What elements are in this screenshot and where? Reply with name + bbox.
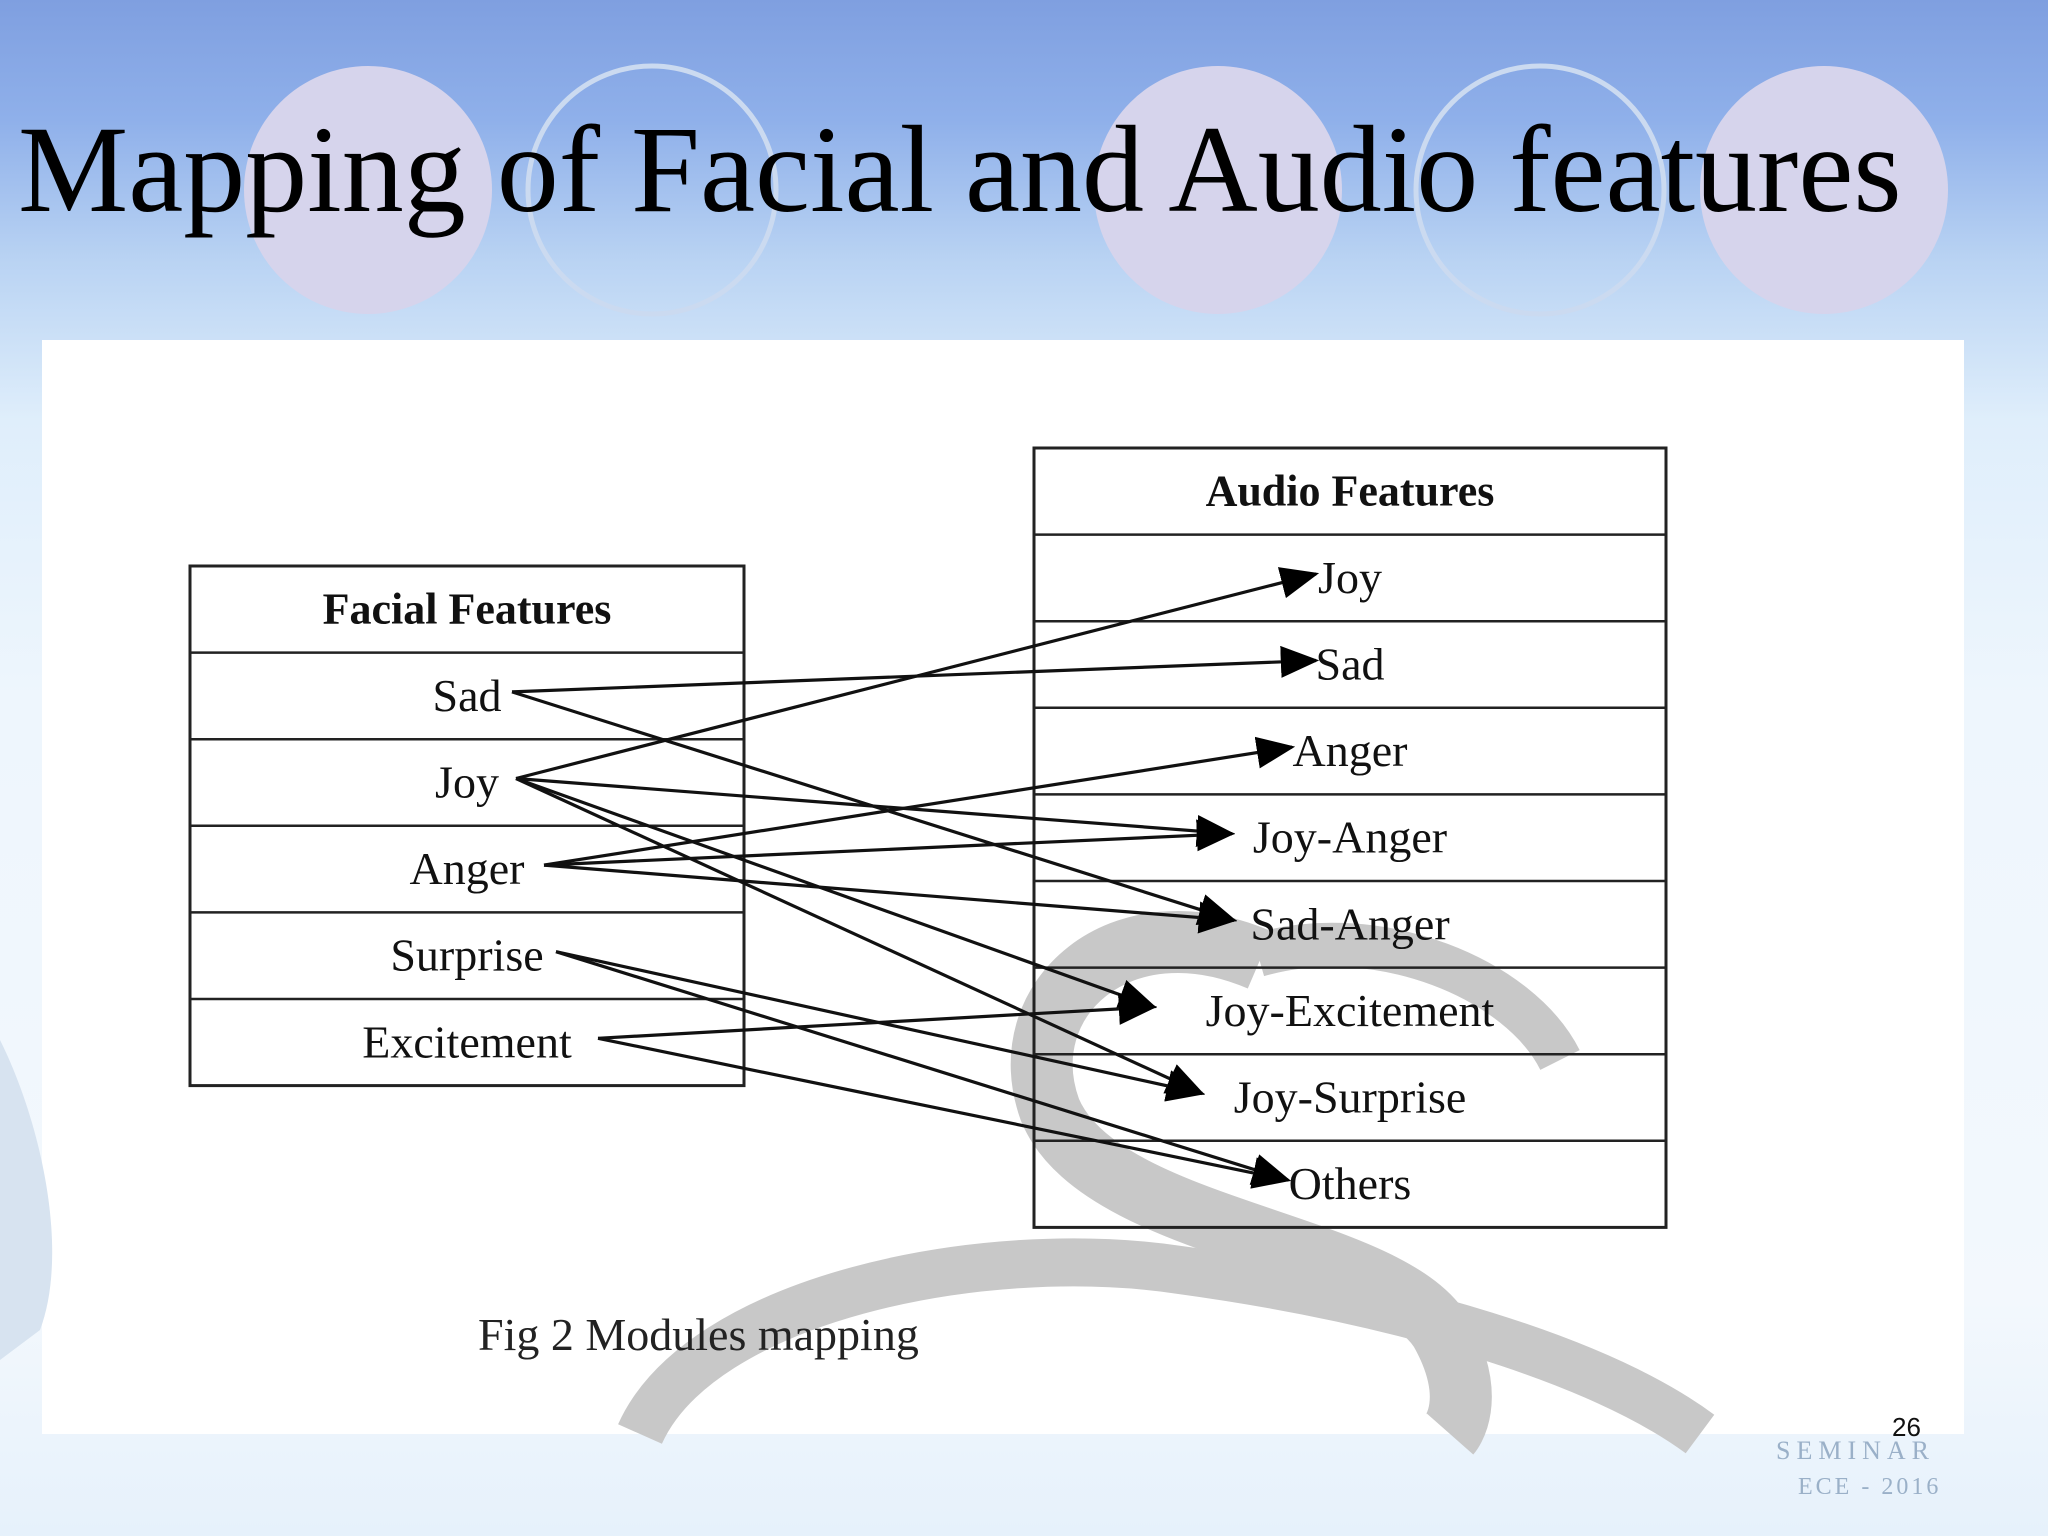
facial-item-sad: Sad (433, 670, 502, 721)
mapping-arrows (511, 567, 1320, 1189)
facial-item-excitement: Excitement (362, 1016, 572, 1067)
facial-features-table: Facial FeaturesSadJoyAngerSurpriseExcite… (188, 564, 746, 1088)
audio-item-joy-excitement: Joy-Excitement (1206, 985, 1495, 1036)
arrow-anger-to-sad-anger (543, 863, 1238, 934)
audio-features-table: Audio FeaturesJoySadAngerJoy-AngerSad-An… (1032, 446, 1668, 1229)
facial-item-surprise: Surprise (390, 930, 543, 981)
audio-item-sad-anger: Sad-Anger (1250, 898, 1449, 949)
arrow-excitement-to-joy-excitement (597, 992, 1158, 1040)
slide-number: 26 (1892, 1412, 1921, 1442)
arrow-joy-to-joy-excitement (515, 776, 1158, 1011)
facial-item-anger: Anger (410, 843, 525, 894)
arrow-surprise-to-others (555, 950, 1292, 1185)
audio-item-others: Others (1289, 1158, 1412, 1209)
arrow-joy-to-joy-surprise (515, 777, 1205, 1095)
audio-item-joy-surprise: Joy-Surprise (1234, 1072, 1467, 1123)
decorative-circles (244, 63, 1948, 317)
audio-item-sad: Sad (1316, 639, 1385, 690)
branding-line-2: ECE - 2016 (1798, 1474, 1942, 1500)
arrow-anger-to-joy-anger (543, 819, 1236, 867)
arrow-excitement-to-others (597, 1036, 1292, 1189)
branding-line-1: SEMINAR (1776, 1436, 1936, 1465)
decor-circle (244, 66, 492, 314)
audio-item-anger: Anger (1293, 725, 1408, 776)
facial-header: Facial Features (323, 584, 612, 633)
arrow-anger-to-anger (543, 736, 1296, 867)
facial-item-joy: Joy (435, 757, 499, 808)
audio-header: Audio Features (1206, 466, 1495, 515)
decor-circle (1700, 66, 1948, 314)
swirl-watermark (618, 911, 1715, 1455)
decor-circle (1413, 63, 1667, 317)
left-wave-shape (0, 1040, 53, 1360)
audio-table-border (1032, 446, 1668, 1229)
audio-item-joy: Joy (1318, 552, 1382, 603)
audio-item-joy-anger: Joy-Anger (1253, 812, 1447, 863)
arrow-joy-to-joy-anger (515, 776, 1236, 847)
arrow-joy-to-joy (515, 567, 1320, 781)
decor-circle (1094, 66, 1342, 314)
figure-caption: Fig 2 Modules mapping (478, 1309, 919, 1360)
slide-title: Mapping of Facial and Audio features (18, 101, 1902, 238)
decor-circle (525, 63, 779, 317)
